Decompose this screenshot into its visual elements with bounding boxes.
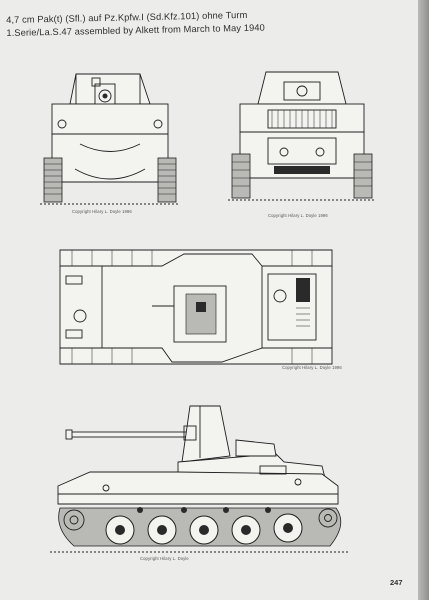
- front-view-drawing: [40, 73, 180, 205]
- front-view-caption: Copyright Hilary L. Doyle 1996: [72, 209, 132, 214]
- rear-view-drawing: [228, 71, 376, 201]
- side-view-caption: Copyright Hilary L. Doyle: [140, 556, 189, 561]
- rear-view-caption: Copyright Hilary L. Doyle 1996: [268, 213, 328, 218]
- book-page: 4,7 cm Pak(t) (Sfl.) auf Pz.Kpfw.I (Sd.K…: [0, 0, 418, 600]
- book-spine: [418, 0, 429, 600]
- side-view-drawing: [50, 405, 350, 553]
- top-view-caption: Copyright Hilary L. Doyle 1996: [282, 365, 342, 370]
- page-title: 4,7 cm Pak(t) (Sfl.) auf Pz.Kpfw.I (Sd.K…: [6, 7, 336, 40]
- page-number: 247: [390, 578, 403, 587]
- top-view-drawing: [59, 249, 333, 365]
